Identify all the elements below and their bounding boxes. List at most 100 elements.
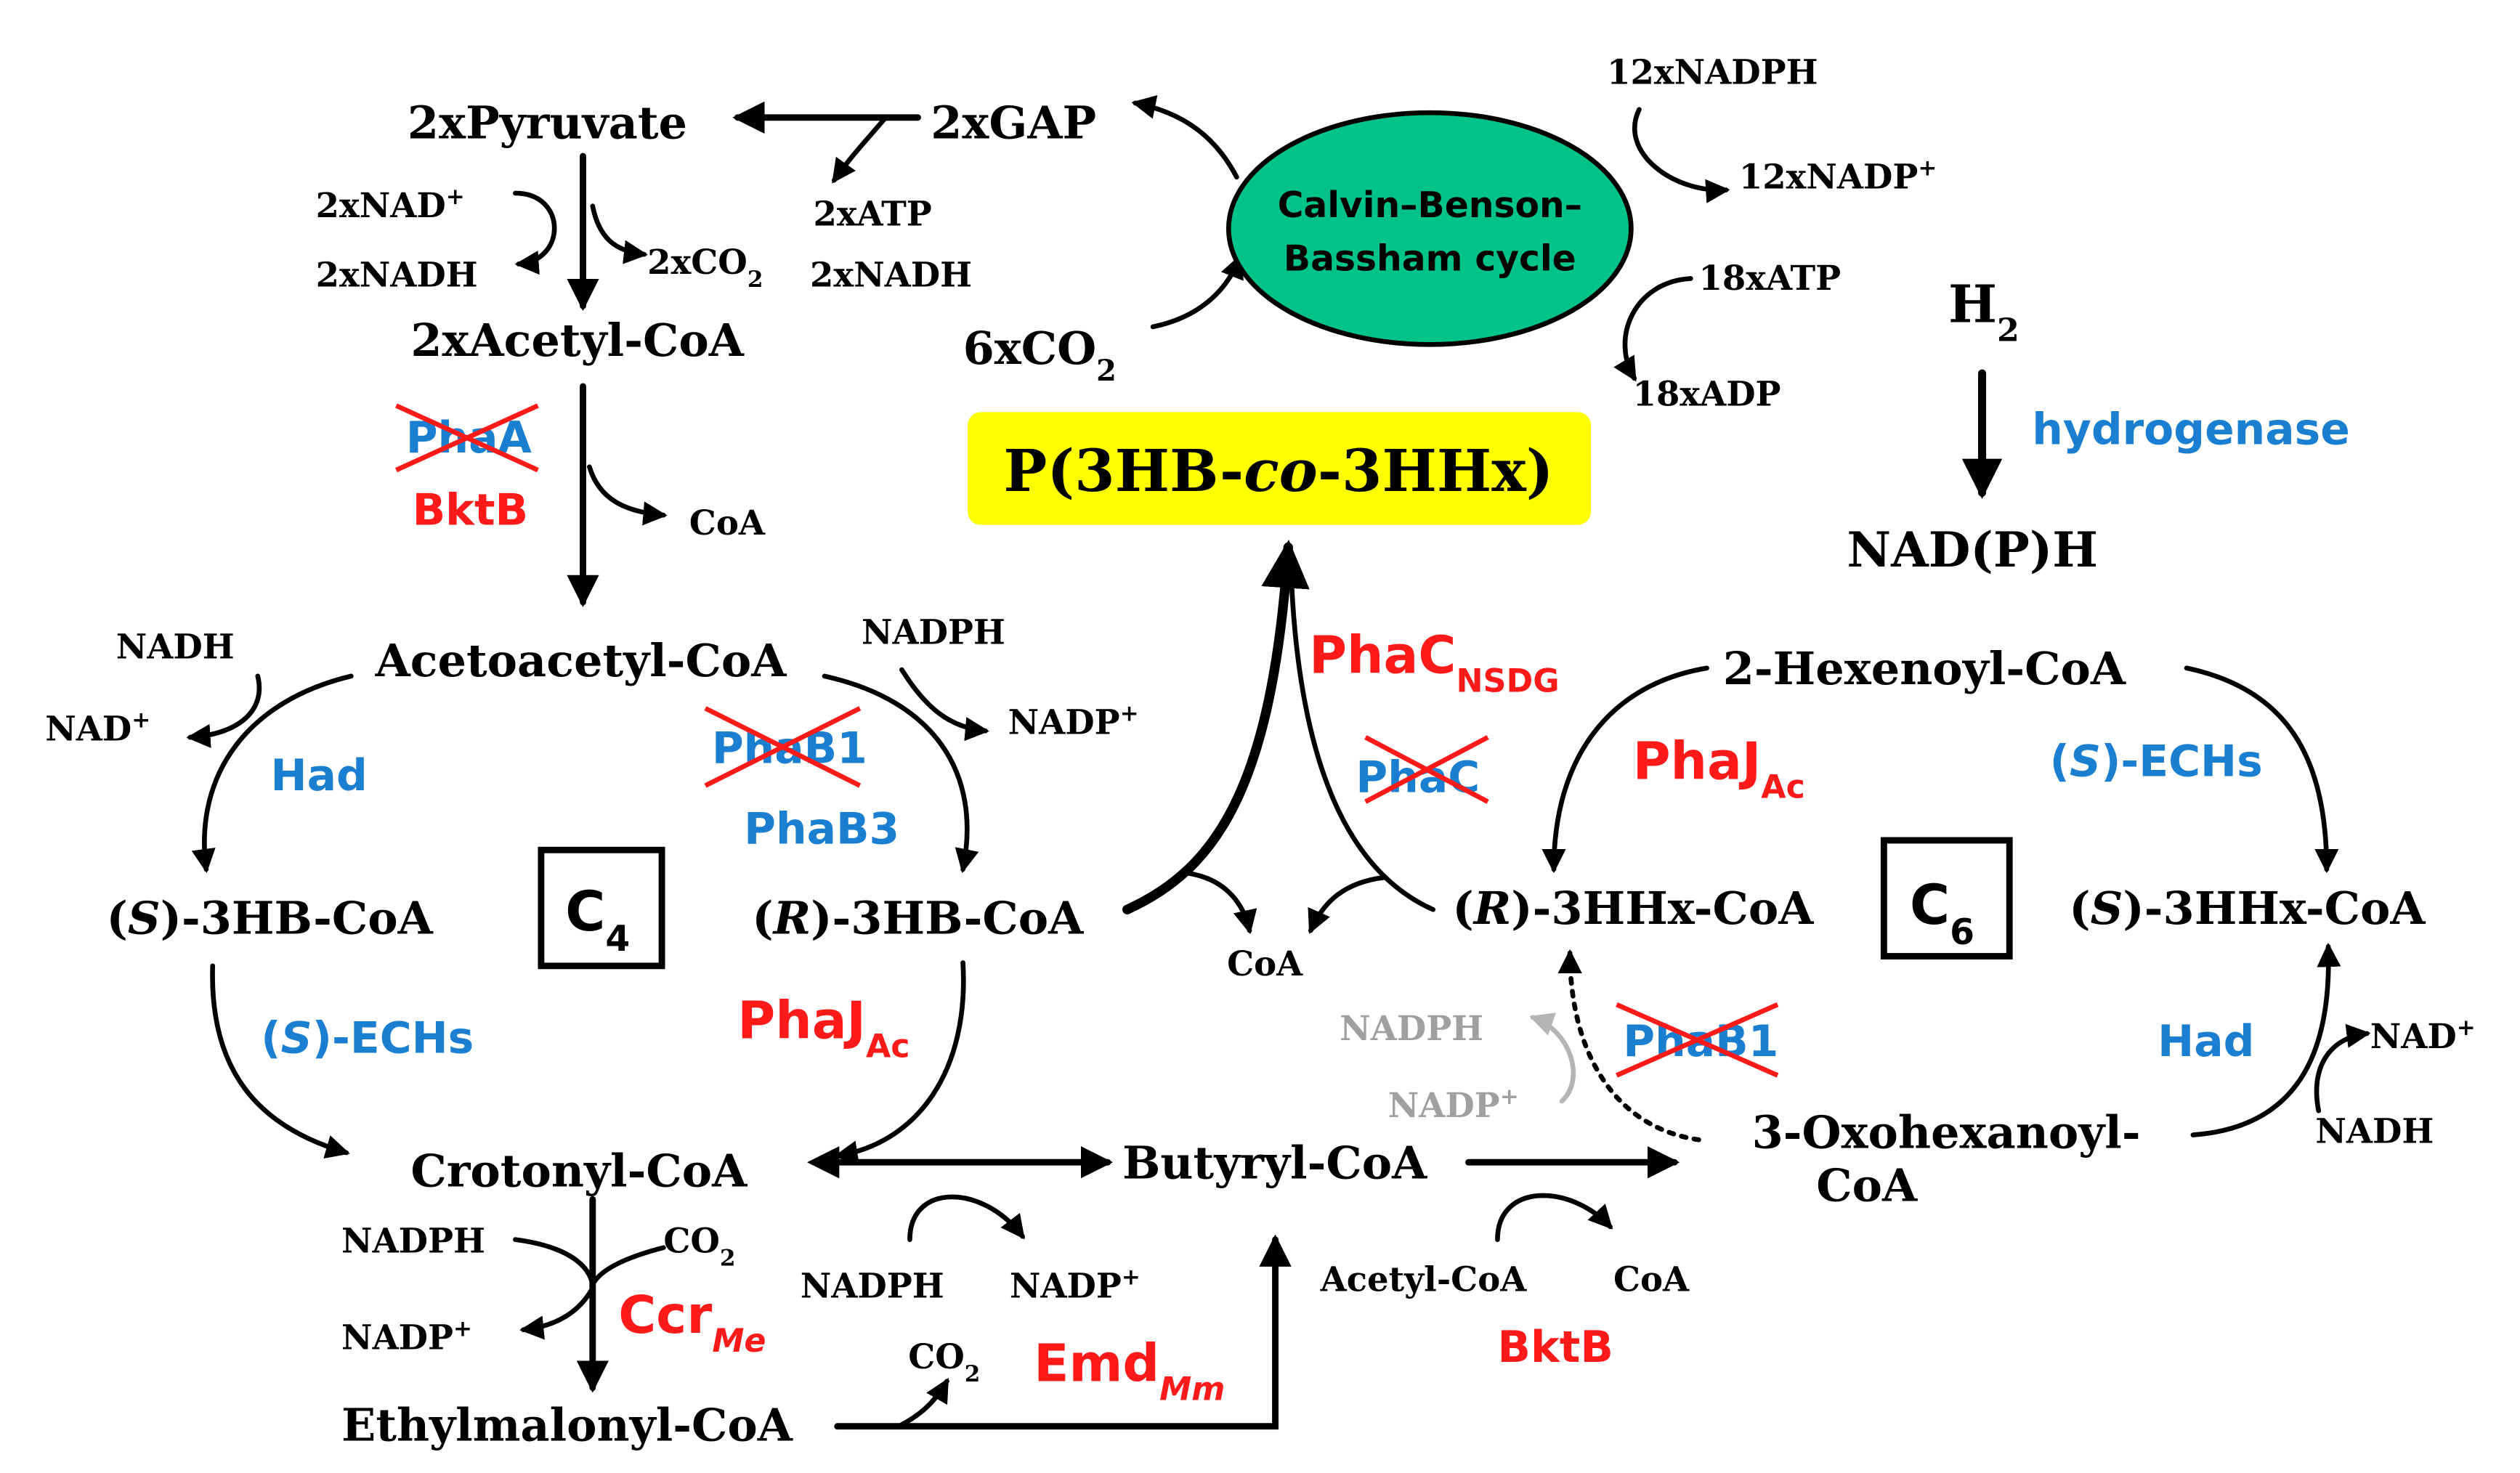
arrow-co2-in-ccr [590, 1245, 666, 1288]
arrow-co2-to-cycle [1150, 253, 1244, 330]
coa-bktb-label: CoA [1613, 1259, 1690, 1299]
nadph-mid-label: NADPH [862, 612, 1005, 652]
co2-6-label: 6xCO2 [963, 322, 1117, 388]
c6-label: C6 [1910, 873, 1974, 953]
nadh-left-label: NADH [116, 627, 235, 667]
oxohexanoyl-coa-label-line2: CoA [1816, 1158, 1918, 1212]
arrow-co2-release-emd [896, 1378, 949, 1429]
enzyme-bktB-bottom: BktB [1497, 1322, 1613, 1373]
arrow-cycle-to-gap [1131, 95, 1239, 180]
enzyme-phaB3: PhaB3 [744, 803, 899, 854]
nadh-2x-label: 2xNADH [316, 255, 478, 295]
crotonyl-coa-label: Crotonyl-CoA [410, 1144, 748, 1197]
nadp-ccr-label: NADP+ [341, 1315, 472, 1357]
hexenoyl-coa-label: 2-Hexenoyl-CoA [1723, 642, 2126, 695]
arrow-nadh-to-nad-right [2314, 1023, 2371, 1113]
c4-box [538, 846, 665, 970]
enzyme-had-right: Had [2158, 1016, 2254, 1067]
coa-top-label: CoA [689, 503, 766, 543]
atp-18-label: 18xATP [1698, 258, 1841, 298]
co2-ccr-label: CO2 [663, 1220, 735, 1271]
nadph-grey-label: NADPH [1340, 1008, 1483, 1048]
arrow-nadp-to-nadph-inactive [1529, 1013, 1576, 1104]
nadp-12-label: 12xNADP+ [1739, 155, 1937, 196]
arrow-coa-release-r3hhx [1308, 875, 1387, 934]
arrow-hexenoyl-to-s3hhx [2184, 665, 2339, 874]
enzyme-echs-left: (S)-ECHs [261, 1013, 474, 1064]
metabolite-labels: 2xPyruvate 2xGAP 2xNAD+ 2xNADH 2xCO2 2xA… [45, 52, 2475, 1451]
deletion-cross-phaB1-bottom [1616, 1002, 1779, 1078]
arrow-nadph-cycle [1632, 107, 1730, 203]
enzyme-emd: EmdMm [1034, 1334, 1225, 1408]
enzyme-had-left: Had [271, 750, 368, 801]
acetoacetyl-coa-label: Acetoacetyl-CoA [375, 634, 787, 687]
nadh-right-label: NADH [2315, 1111, 2434, 1151]
h2-label: H2 [1948, 273, 2019, 349]
cycle-label-line2: Bassham cycle [1284, 238, 1576, 279]
nadp-butyryl-label: NADP+ [1010, 1264, 1141, 1305]
ethylmalonyl-coa-label: Ethylmalonyl-CoA [341, 1399, 793, 1452]
nadph-12-label: 12xNADPH [1607, 52, 1818, 92]
enzyme-phaJ-right: PhaJAc [1633, 731, 1805, 806]
nadph-total-label: NAD(P)H [1847, 522, 2098, 578]
product-box [968, 412, 1591, 525]
arrow-coa-release-top [587, 464, 668, 526]
arrow-co2-release [590, 203, 649, 264]
arrow-hexenoyl-to-r3hhx [1541, 665, 1709, 874]
r-3hhx-coa-label: (R)-3HHx-CoA [1452, 882, 1814, 935]
c6-box [1880, 837, 2013, 959]
pathway-arrows [186, 95, 2371, 1430]
arrow-nadh-to-nad-left [186, 673, 262, 748]
nad-plus-2x-label: 2xNAD+ [316, 184, 465, 225]
nadph-butyryl-label: NADPH [801, 1265, 944, 1305]
nad-plus-left-label: NAD+ [45, 707, 150, 749]
arrow-atp-cycle [1613, 276, 1693, 382]
butyryl-coa-label: Butyryl-CoA [1122, 1136, 1427, 1189]
c4-label: C4 [565, 880, 630, 959]
deletion-cross-phaB1-top [704, 706, 862, 788]
arrow-oxohexanoyl-to-s3hhx [2190, 942, 2341, 1137]
enzyme-echs-right: (S)-ECHs [2050, 736, 2263, 787]
co2-emd-label: CO2 [908, 1336, 980, 1387]
acetyl-coa-2x-label: 2xAcetyl-CoA [410, 314, 744, 367]
s-3hb-coa-label: (S)-3HB-CoA [106, 892, 433, 945]
product-label: P(3HB-co-3HHx) [1003, 437, 1553, 505]
enzyme-bktB-top: BktB [413, 485, 529, 536]
nad-plus-right-label: NAD+ [2370, 1015, 2476, 1056]
arrow-coa-release-r3hb [1180, 869, 1257, 935]
acetyl-coa-bktb-label: Acetyl-CoA [1320, 1259, 1528, 1299]
arrow-acetoacetyl-to-s3hb [191, 673, 354, 874]
arrow-oxohexanoyl-to-r3hhx-inactive [1557, 949, 1701, 1143]
coa-center-label: CoA [1227, 944, 1303, 983]
enzyme-phaC-main: PhaCNSDG [1309, 625, 1559, 699]
adp-18-label: 18xADP [1633, 374, 1781, 414]
s-3hhx-coa-label: (S)-3HHx-CoA [2069, 882, 2426, 935]
arrow-r3hb-to-polymer [1122, 539, 1310, 914]
nadph-ccr-label: NADPH [341, 1220, 485, 1260]
r-3hb-coa-label: (R)-3HB-CoA [752, 892, 1084, 945]
arrow-nadph-to-nadp-mid [899, 667, 989, 742]
arrow-acetoacetyl-to-r3hb [822, 673, 979, 874]
atp-2x-label: 2xATP [813, 193, 931, 233]
oxohexanoyl-coa-label-line1: 3-Oxohexanoyl- [1752, 1105, 2141, 1158]
enzyme-phaJ-left: PhaJAc [737, 991, 909, 1066]
arrow-gap-atp-branch [831, 115, 888, 184]
arrow-ethylmalonyl-to-butyryl [834, 1234, 1292, 1430]
deletion-cross-phaC [1364, 735, 1489, 804]
arrow-nad-to-nadh [513, 190, 557, 275]
cycle-label-line1: Calvin–Benson– [1278, 185, 1582, 226]
arrow-ccr-cofactors [513, 1237, 596, 1340]
enzyme-hydrogenase: hydrogenase [2032, 405, 2350, 455]
nadp-grey-label: NADP+ [1388, 1084, 1519, 1125]
deletion-cross-phaA [395, 403, 539, 473]
gap-label: 2xGAP [931, 97, 1096, 150]
enzyme-labels: hydrogenase PhaA BktB Had PhaB1 PhaB3 Ph… [261, 403, 2350, 1408]
arrow-nadph-to-nadp-bottom [907, 1194, 1025, 1242]
nadp-mid-label: NADP+ [1008, 701, 1139, 742]
arrow-acetylcoa-to-coa-bottom [1495, 1193, 1613, 1242]
enzyme-ccr: CcrMe [618, 1285, 766, 1360]
nadh-2x-gap-label: 2xNADH [810, 255, 972, 295]
arrow-r3hhx-to-polymer [1289, 577, 1436, 912]
calvin-cycle-ellipse [1225, 110, 1634, 347]
